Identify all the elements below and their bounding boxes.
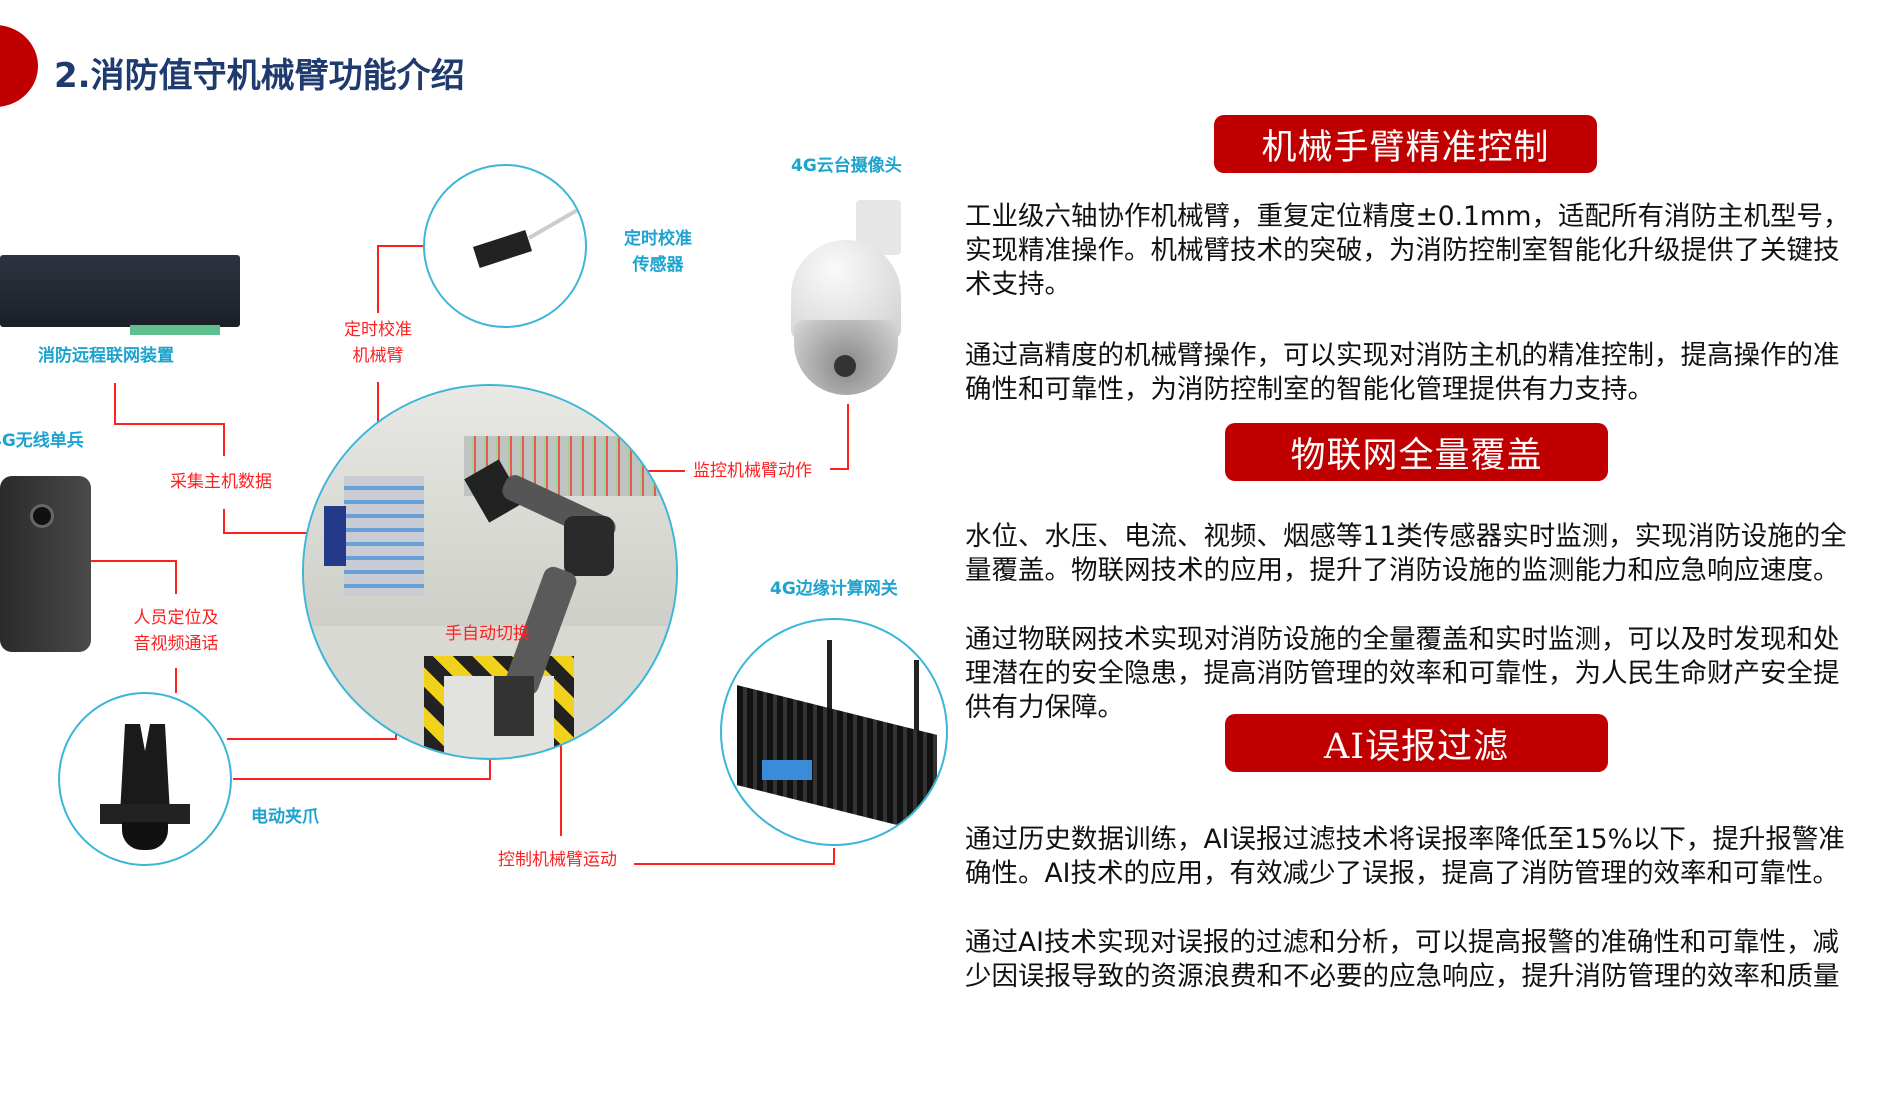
label-wireless-unit: 4G无线单兵 (0, 431, 84, 451)
paragraph: 工业级六轴协作机械臂，重复定位精度±0.1mm，适配所有消防主机型号，实现精准操… (965, 201, 1850, 300)
label-camera: 4G云台摄像头 (791, 156, 902, 176)
robot-arm-photo (302, 384, 678, 760)
wireless-unit-image (0, 476, 91, 652)
heading-ai-filter: AI误报过滤 (1225, 714, 1608, 772)
paragraph: 通过历史数据训练，AI误报过滤技术将误报率降低至15%以下，提升报警准确性。AI… (965, 824, 1845, 889)
gateway-image (720, 618, 948, 846)
paragraph: 通过物联网技术实现对消防设施的全量覆盖和实时监测，可以及时发现和处理潜在的安全隐… (965, 624, 1840, 723)
paragraph: 通过AI技术实现对误报的过滤和分析，可以提高报警的准确性和可靠性，减少因误报导致… (965, 927, 1840, 992)
page-title: 2.消防值守机械臂功能介绍 (54, 56, 465, 96)
label-manual-auto-switch: 手自动切换 (445, 624, 530, 644)
label-collect-data: 采集主机数据 (170, 472, 272, 492)
remote-network-device-image (0, 255, 240, 335)
heading-iot-coverage: 物联网全量覆盖 (1225, 423, 1608, 481)
gripper-image (58, 692, 232, 866)
paragraph: 水位、水压、电流、视频、烟感等11类传感器实时监测，实现消防设施的全量覆盖。物联… (965, 521, 1847, 586)
label-control-arm: 控制机械臂运动 (498, 850, 617, 870)
label-sensor: 定时校准传感器 (624, 229, 692, 275)
label-monitor-arm: 监控机械臂动作 (693, 461, 812, 481)
label-gateway: 4G边缘计算网关 (770, 579, 898, 599)
ptz-camera-image (786, 200, 916, 400)
paragraph: 通过高精度的机械臂操作，可以实现对消防主机的精准控制，提高操作的准确性和可靠性，… (965, 340, 1840, 405)
label-gripper: 电动夹爪 (251, 807, 319, 827)
label-calibration-arm: 定时校准机械臂 (344, 320, 412, 366)
label-positioning: 人员定位及音视频通话 (133, 608, 219, 654)
heading-arm-precision: 机械手臂精准控制 (1214, 115, 1597, 173)
sensor-image (423, 164, 587, 328)
label-remote-device: 消防远程联网装置 (38, 346, 174, 366)
